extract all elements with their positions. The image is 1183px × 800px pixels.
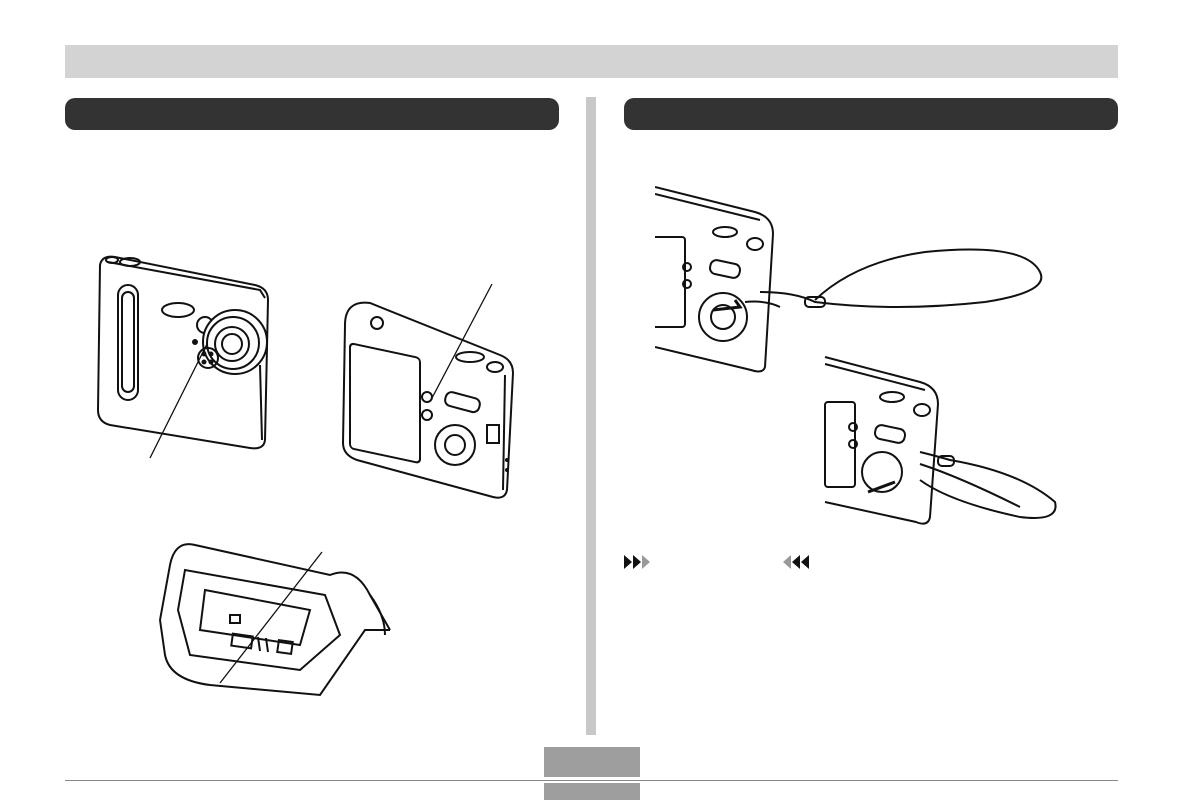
page-tab-lower (544, 783, 640, 800)
cradle-icon (150, 535, 400, 710)
strap-attach-step1-icon (655, 182, 1055, 377)
callout-line-front (149, 343, 208, 459)
triple-arrow-left-icon (780, 553, 810, 571)
strap-attach-step2-icon (820, 352, 1065, 532)
footer-rule (65, 780, 1118, 781)
page-tab (544, 747, 640, 777)
callout-line-back (431, 283, 493, 399)
triple-arrow-right-icon (623, 553, 653, 571)
header-band (65, 45, 1118, 78)
section-heading-bar-right (624, 98, 1118, 130)
camera-front-icon (90, 250, 290, 460)
camera-back-icon (335, 295, 525, 505)
column-divider (586, 97, 596, 735)
section-heading-bar-left (65, 98, 559, 130)
callout-line-cradle (219, 551, 323, 684)
